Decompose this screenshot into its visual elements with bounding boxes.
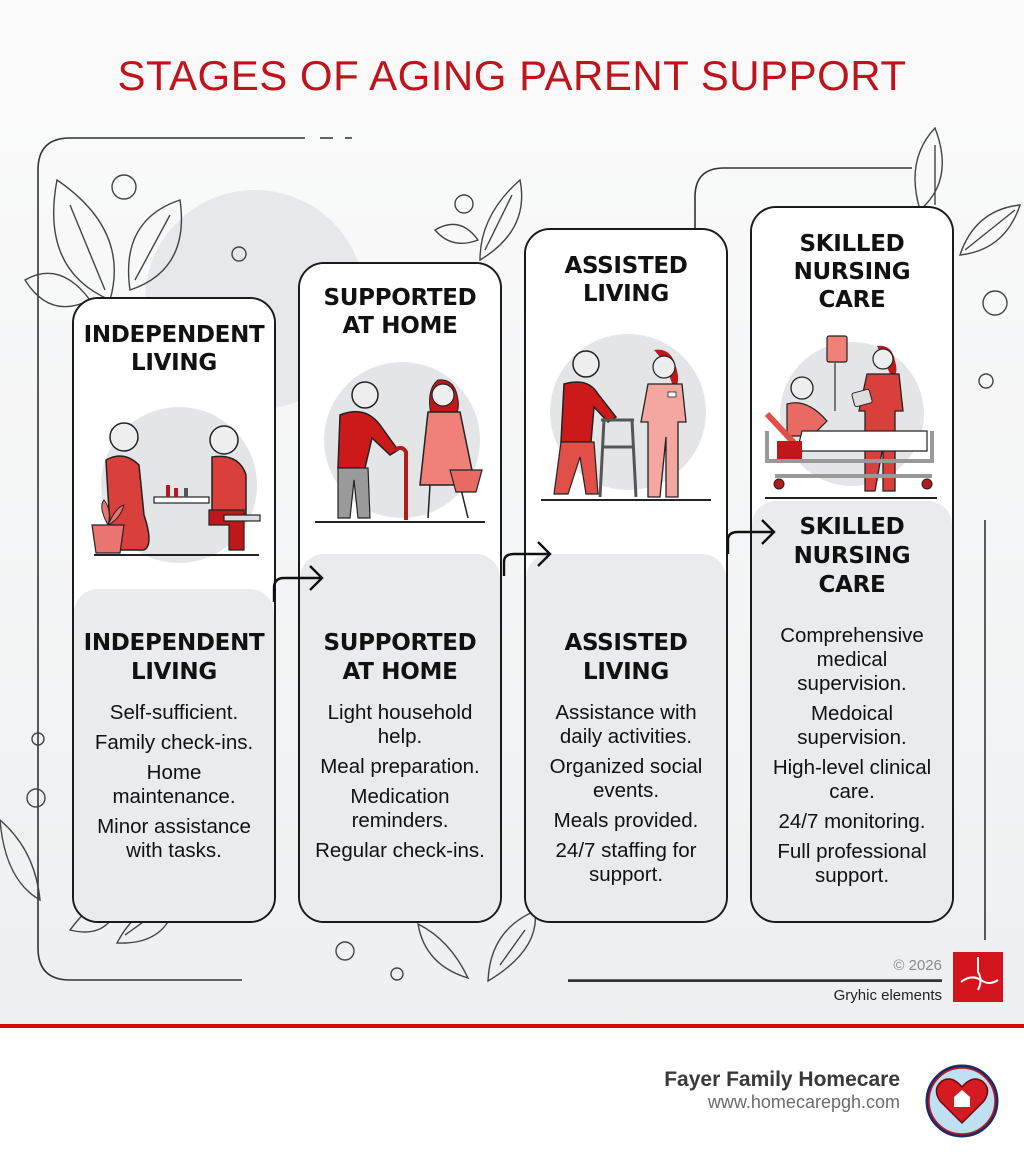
stage-card-skilled-nursing-care: SKILLED NURSING CARE SKILLED NURSING <box>750 206 954 923</box>
detail-item: High-level clinical care. <box>772 756 932 803</box>
brand-name: Fayer Family Homecare <box>664 1068 900 1091</box>
page-title: STAGES OF AGING PARENT SUPPORT <box>117 52 907 99</box>
stage-heading: SUPPORTED AT HOME <box>323 285 477 339</box>
arrow-right-icon <box>726 519 776 554</box>
stage-card-supported-at-home: SUPPORTED AT HOME SUPPORTED AT HOME Ligh… <box>298 262 502 923</box>
heart-house-icon <box>925 1064 999 1138</box>
stage-card-independent-living: INDEPENDENT LIVING INDEPENDENT LIVING Se… <box>72 297 276 923</box>
detail-item: 24/7 monitoring. <box>778 810 926 833</box>
arrow-right-icon <box>272 565 324 602</box>
detail-item: Full professional support. <box>777 840 927 887</box>
detail-item: Meals provided. <box>553 809 699 832</box>
patient-bed-nurse-illustration <box>764 335 937 499</box>
detail-item: Assistance with daily activities. <box>555 701 697 748</box>
footer-divider <box>0 1024 1024 1028</box>
detail-item: Medication reminders. <box>350 785 450 832</box>
copyright-text: © 2026 <box>893 957 942 974</box>
detail-item: 24/7 staffing for support. <box>555 839 697 886</box>
elderly-couple-chess-illustration <box>91 407 261 563</box>
detail-item: Meal preparation. <box>320 755 480 778</box>
detail-item: Medoical supervision. <box>797 702 907 749</box>
graphic-elements-badge-icon <box>953 952 1003 1002</box>
stage-details-list: Light household help. Meal preparation. … <box>300 701 500 863</box>
stage-heading: ASSISTED LIVING <box>564 253 688 307</box>
detail-item: Self-sufficient. <box>109 701 239 724</box>
brand-url-link[interactable]: www.homecarepgh.com <box>707 1092 900 1112</box>
stage-heading: SKILLED NURSING CARE <box>793 231 911 313</box>
stage-details-heading: ASSISTED LIVING <box>564 630 688 685</box>
detail-item: Comprehensive medical supervision. <box>780 624 924 695</box>
detail-item: Regular check-ins. <box>315 839 485 862</box>
detail-item: Organized social events. <box>549 755 703 802</box>
footer: Fayer Family Homecare www.homecarepgh.co… <box>0 1028 1024 1154</box>
stage-details-heading: SUPPORTED AT HOME <box>323 630 477 685</box>
stage-heading: INDEPENDENT LIVING <box>83 322 265 376</box>
stage-details-heading: SKILLED NURSING CARE <box>793 514 911 598</box>
stage-card-assisted-living: ASSISTED LIVING ASSISTED LIVING Assistan… <box>524 228 728 923</box>
detail-item: Minor assistance with tasks. <box>97 815 251 862</box>
credit-text: Gryhic elements <box>833 987 942 1004</box>
stage-details-panel: ASSISTED LIVING Assistance with daily ac… <box>526 554 726 921</box>
detail-item: Home maintenance. <box>112 761 236 808</box>
stage-details-list: Comprehensive medical supervision. Medoi… <box>752 624 952 888</box>
credit-divider <box>568 980 942 982</box>
stage-details-panel: INDEPENDENT LIVING Self-sufficient. Fami… <box>74 589 274 921</box>
stage-details-heading: INDEPENDENT LIVING <box>83 630 265 685</box>
detail-item: Family check-ins. <box>94 731 254 754</box>
stage-details-list: Self-sufficient. Family check-ins. Home … <box>74 701 274 863</box>
stage-details-panel: SKILLED NURSING CARE Comprehensive medic… <box>752 501 952 921</box>
stage-details-list: Assistance with daily activities. Organi… <box>526 701 726 887</box>
detail-item: Light household help. <box>327 701 473 748</box>
stage-details-panel: SUPPORTED AT HOME Light household help. … <box>300 554 500 921</box>
elderly-man-cane-helper-illustration <box>315 362 485 523</box>
elderly-man-walker-caregiver-illustration <box>541 334 711 501</box>
arrow-right-icon <box>502 541 552 576</box>
